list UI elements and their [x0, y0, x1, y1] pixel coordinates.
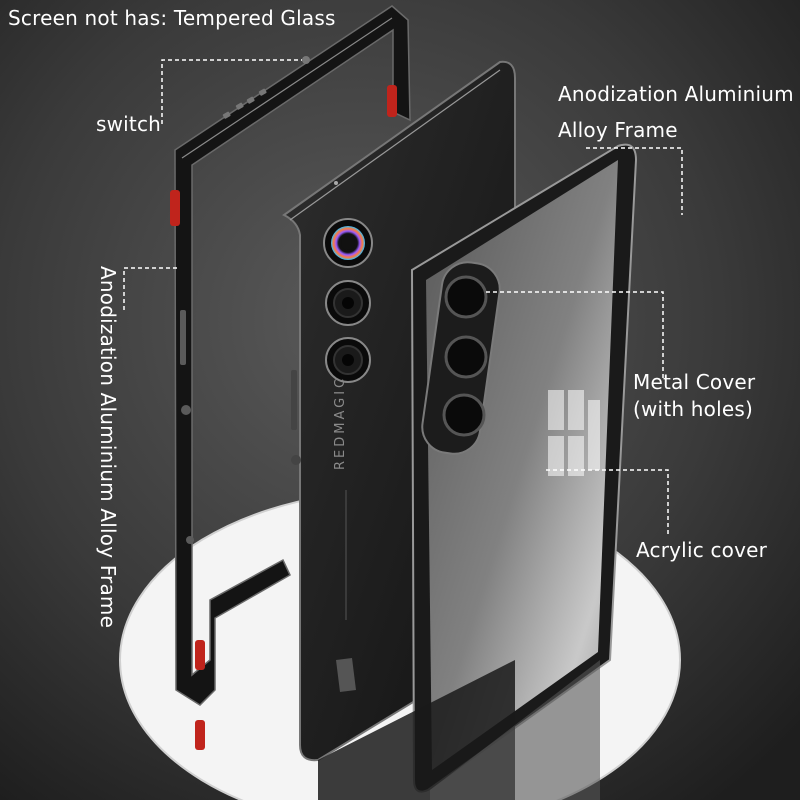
- red-button-accent: [170, 190, 180, 226]
- frame-label-line1: Anodization Aluminium: [558, 82, 794, 106]
- switch-label: switch: [96, 112, 162, 136]
- brand-logo-icon: [336, 658, 356, 692]
- acrylic-cover: [410, 143, 638, 793]
- camera-module: [323, 181, 373, 383]
- red-button-accent: [195, 640, 205, 670]
- metal-camera-cover: [421, 261, 501, 455]
- frame-vertical-label: Anodization Aluminium Alloy Frame: [96, 266, 120, 629]
- frame-label-line2: Alloy Frame: [558, 118, 678, 142]
- no-tempered-glass-note: Screen not has: Tempered Glass: [8, 6, 336, 30]
- red-button-accent: [387, 85, 397, 117]
- acrylic-cover-label: Acrylic cover: [636, 538, 768, 562]
- metal-cover-label-line1: Metal Cover: [633, 370, 756, 394]
- red-button-accent: [195, 720, 205, 750]
- metal-cover-label-line2: (with holes): [633, 397, 753, 421]
- brand-logo-text: REDMAGIC: [333, 376, 348, 470]
- window-reflection: [548, 390, 600, 476]
- aluminium-frame: [170, 5, 411, 750]
- annotation-leaders: [123, 59, 683, 535]
